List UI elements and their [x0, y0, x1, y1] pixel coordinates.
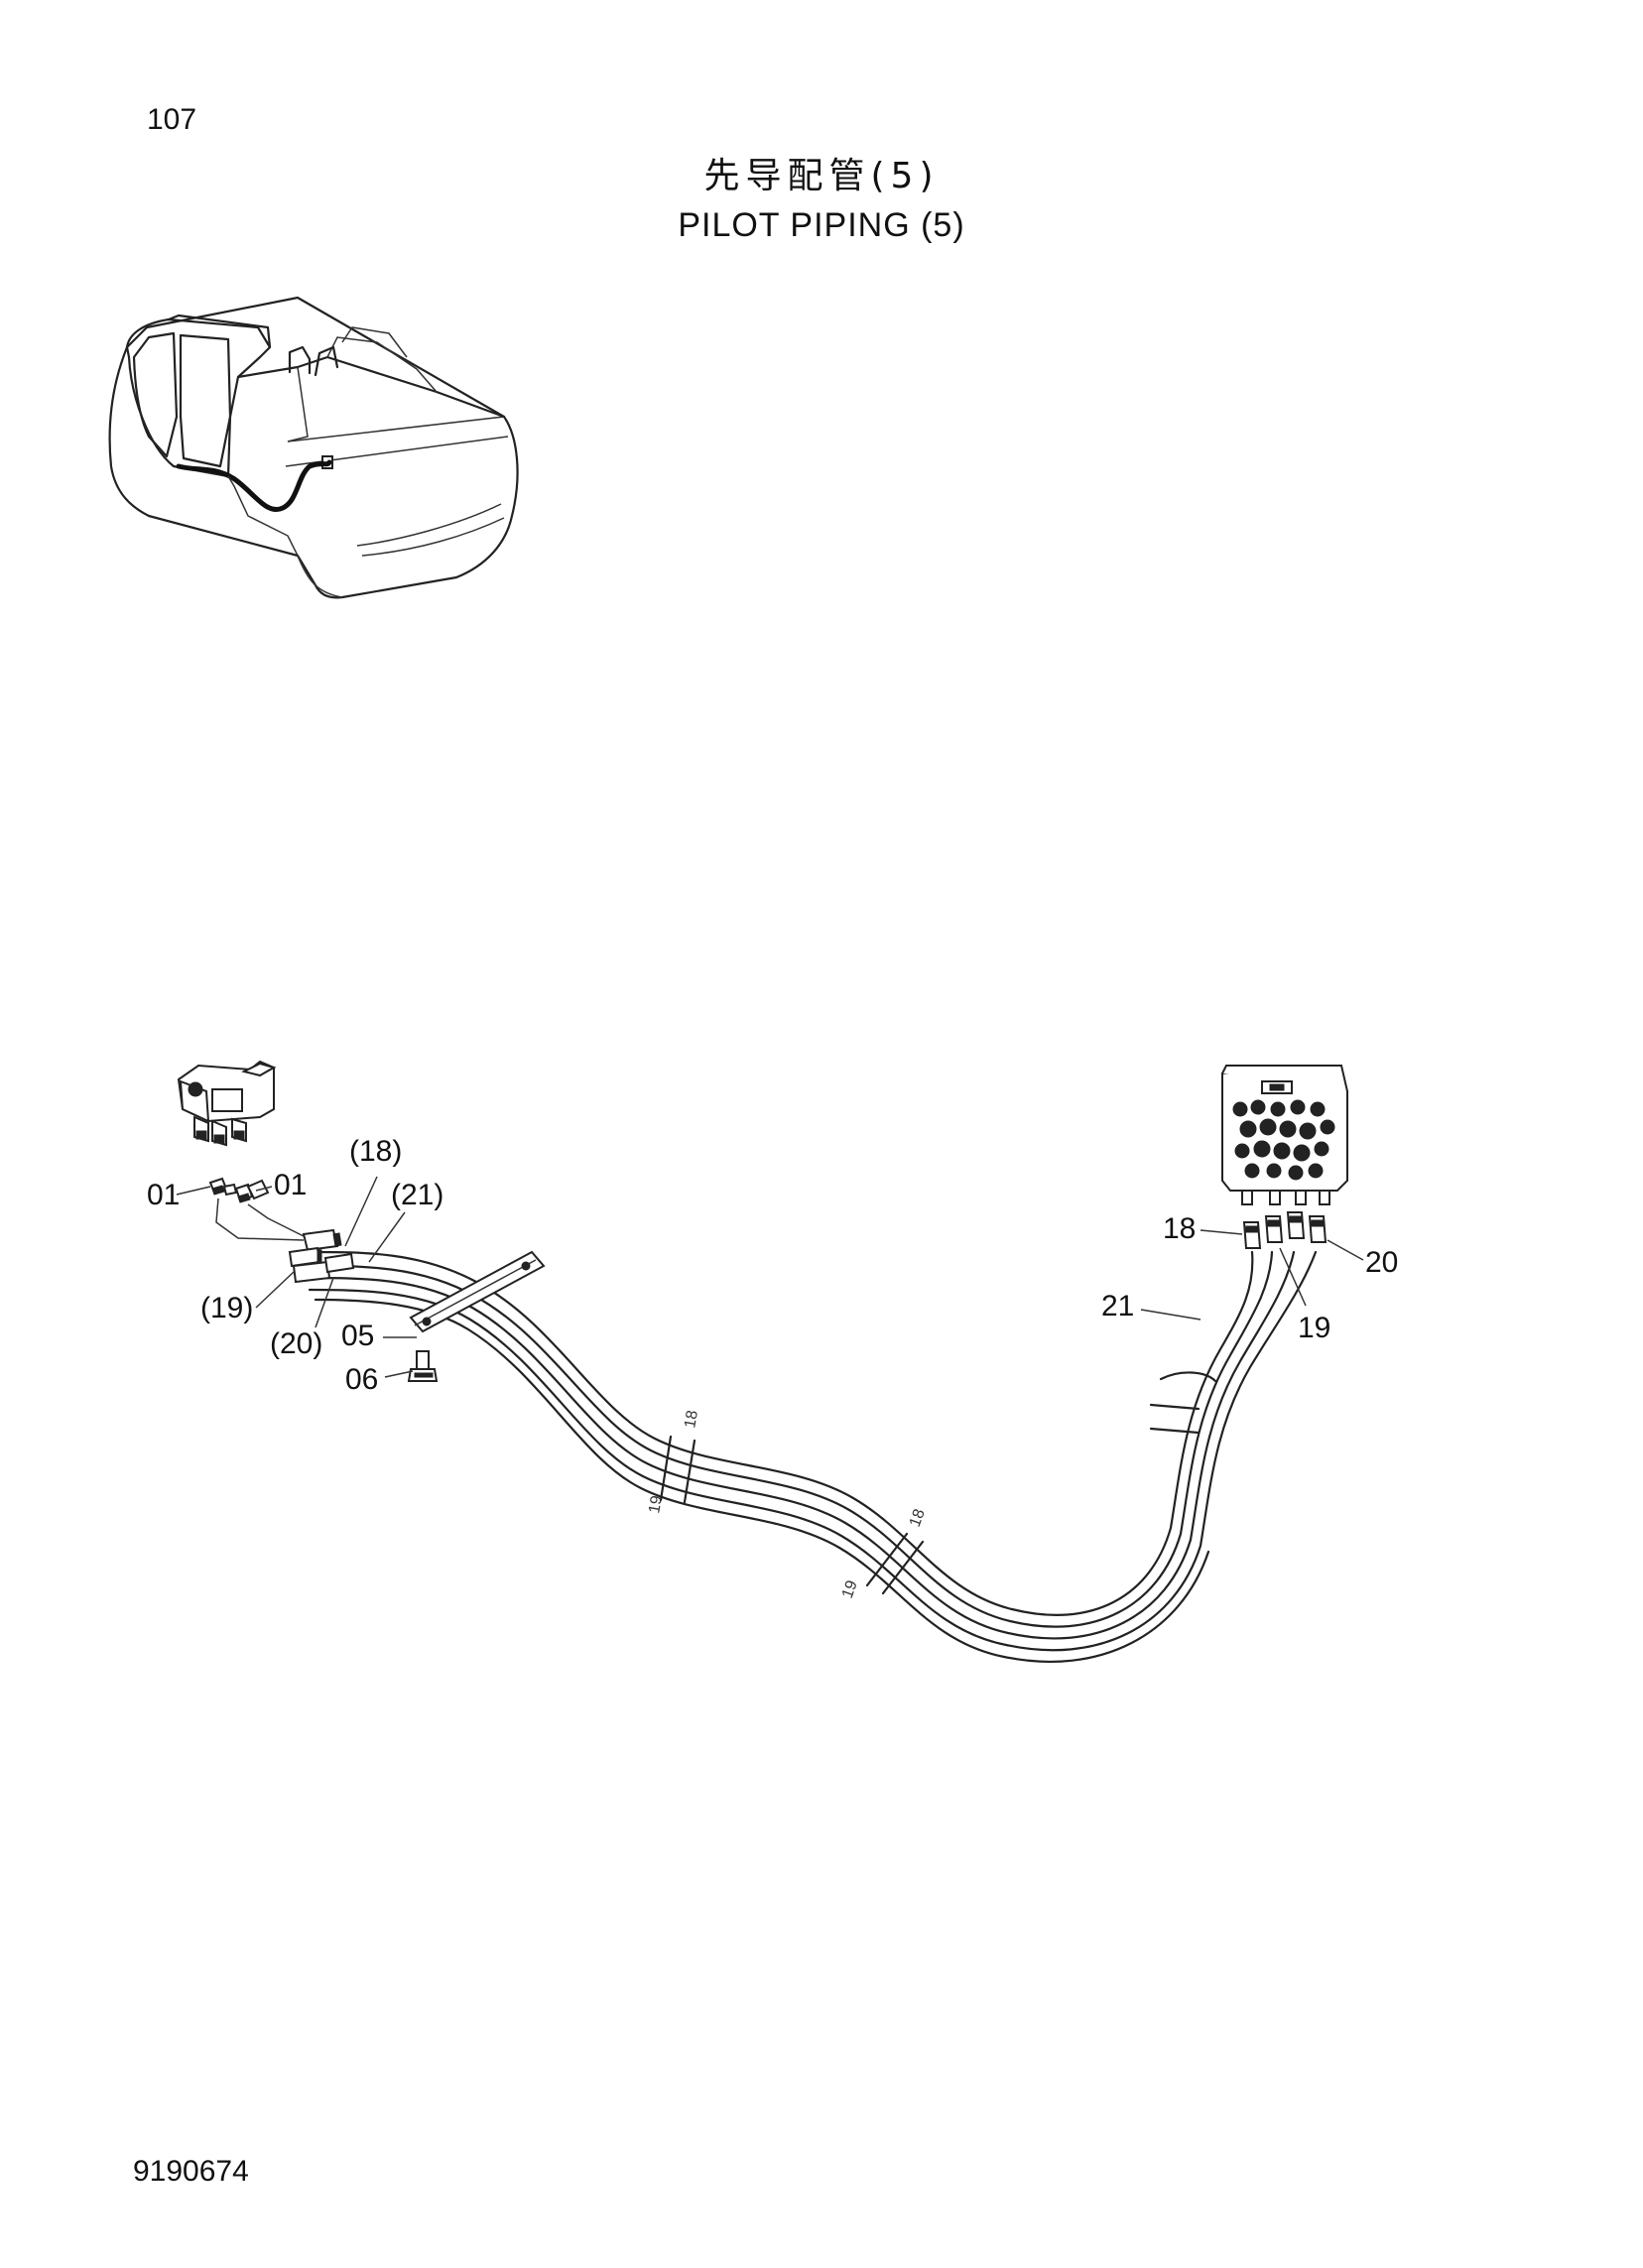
callout-21-paren: (21): [391, 1179, 443, 1211]
hose-mark: 18: [682, 1409, 701, 1430]
title-english: PILOT PIPING (5): [678, 206, 965, 244]
callout-18: 18: [1163, 1212, 1196, 1245]
callout-19-paren: (19): [200, 1292, 253, 1324]
adapter-01: [208, 1177, 305, 1241]
hose-fittings-right: [1242, 1211, 1327, 1249]
hose-bundle: [296, 1250, 1318, 1664]
callout-05: 05: [341, 1320, 374, 1352]
callout-20-paren: (20): [270, 1327, 322, 1360]
title-block: 先导配管(5) PILOT PIPING (5): [0, 147, 1643, 245]
callout-labels: 01 01 (18) (21) (19) (20) 05 06 18 20 21…: [147, 1135, 1398, 1396]
title-chinese: 先导配管(5): [703, 156, 940, 196]
bracket-05: [409, 1250, 546, 1333]
callout-01-left: 01: [147, 1179, 180, 1211]
control-valve: [1221, 1065, 1348, 1205]
callout-06: 06: [345, 1363, 378, 1396]
callout-19: 19: [1298, 1312, 1330, 1344]
callout-20: 20: [1365, 1246, 1398, 1279]
valve-ports: [1232, 1099, 1335, 1181]
machine-location-illustration: [108, 296, 519, 599]
hose-mark: 18: [907, 1507, 929, 1530]
callout-18-paren: (18): [349, 1135, 402, 1168]
hose-mark: 19: [646, 1494, 666, 1515]
page-number: 107: [147, 103, 197, 136]
document-number: 9190674: [133, 2155, 249, 2188]
callout-01-right: 01: [274, 1169, 307, 1201]
pilot-valve: [177, 1060, 277, 1147]
hose-mark: 19: [839, 1578, 861, 1601]
hose-marks: 19 18 19 18: [646, 1409, 929, 1600]
leader-lines: [176, 1176, 1364, 1378]
callout-21: 21: [1101, 1290, 1134, 1323]
bolt-06: [407, 1350, 439, 1382]
hose-fittings-left: [288, 1228, 355, 1284]
